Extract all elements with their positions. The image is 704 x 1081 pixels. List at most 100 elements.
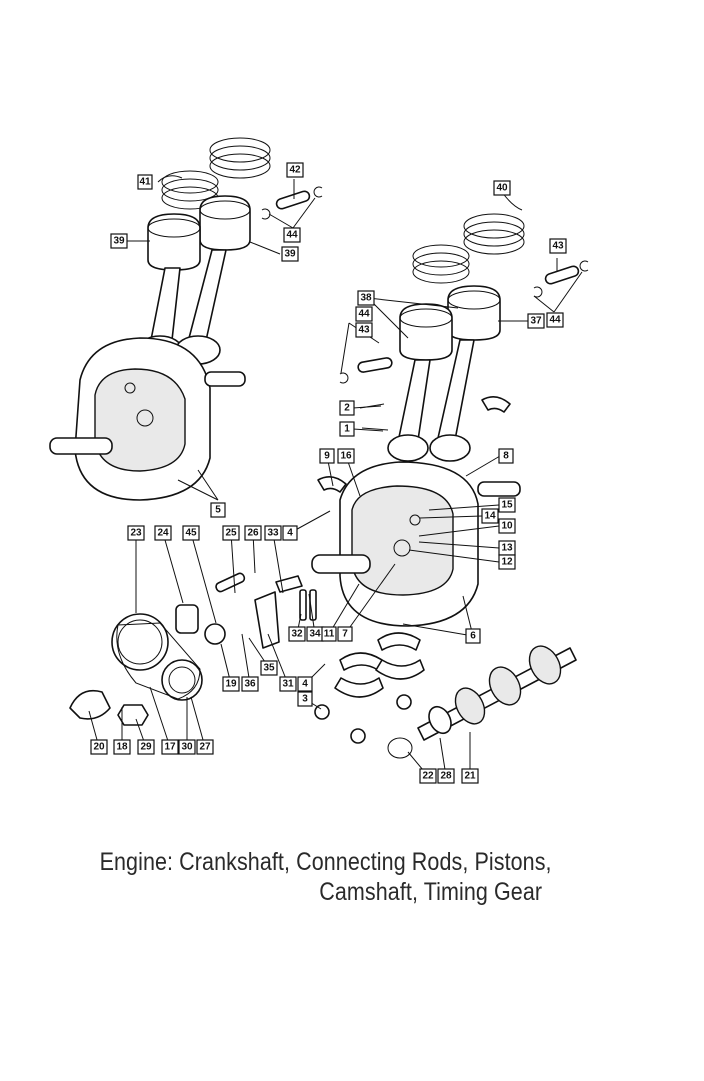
callout-30: 30: [178, 739, 196, 755]
svg-text:2: 2: [344, 403, 350, 414]
left-pistons: [147, 195, 251, 271]
svg-text:42: 42: [289, 165, 301, 176]
callout-4: 4: [297, 676, 313, 692]
callout-44: 44: [283, 227, 301, 243]
svg-text:44: 44: [358, 309, 370, 320]
svg-text:13: 13: [501, 543, 513, 554]
callout-17: 17: [161, 739, 179, 755]
svg-text:37: 37: [530, 316, 542, 327]
callout-31: 31: [279, 676, 297, 692]
callout-44: 44: [546, 312, 564, 328]
svg-text:35: 35: [263, 663, 275, 674]
caption-line-1: Engine: Crankshaft, Connecting Rods, Pis…: [99, 848, 552, 876]
caption-line-2: Camshaft, Timing Gear: [319, 878, 542, 906]
svg-text:6: 6: [470, 631, 476, 642]
callout-42: 42: [286, 162, 304, 178]
callout-19: 19: [222, 676, 240, 692]
svg-text:26: 26: [247, 528, 259, 539]
callout-2: 2: [339, 400, 355, 416]
callout-33: 33: [264, 525, 282, 541]
svg-text:1: 1: [344, 424, 350, 435]
callout-15: 15: [498, 497, 516, 513]
right-pistons: [399, 285, 501, 361]
svg-text:4: 4: [302, 679, 308, 690]
svg-text:43: 43: [552, 241, 564, 252]
callout-41: 41: [137, 174, 153, 190]
callout-34: 34: [306, 626, 324, 642]
callout-24: 24: [154, 525, 172, 541]
svg-text:9: 9: [324, 451, 330, 462]
callout-7: 7: [337, 626, 353, 642]
callout-21: 21: [461, 768, 479, 784]
svg-text:5: 5: [215, 505, 221, 516]
svg-text:44: 44: [549, 315, 561, 326]
callout-43: 43: [549, 238, 567, 254]
svg-text:45: 45: [185, 528, 197, 539]
callout-11: 11: [321, 626, 337, 642]
svg-text:3: 3: [302, 694, 308, 705]
callout-29: 29: [137, 739, 155, 755]
callout-20: 20: [90, 739, 108, 755]
callout-36: 36: [241, 676, 259, 692]
callout-16: 16: [337, 448, 355, 464]
svg-text:38: 38: [360, 293, 372, 304]
svg-text:39: 39: [284, 249, 296, 260]
svg-text:21: 21: [464, 771, 476, 782]
svg-text:34: 34: [309, 629, 321, 640]
svg-text:15: 15: [501, 500, 513, 511]
svg-text:19: 19: [225, 679, 237, 690]
callout-12: 12: [498, 554, 516, 570]
svg-text:16: 16: [340, 451, 352, 462]
right-crankshaft: [311, 461, 521, 627]
svg-text:22: 22: [422, 771, 434, 782]
callout-39: 39: [110, 233, 128, 249]
left-wrist-pin-and-clips: [261, 186, 323, 220]
svg-text:12: 12: [501, 557, 513, 568]
callout-44: 44: [355, 306, 373, 322]
callout-28: 28: [437, 768, 455, 784]
svg-text:27: 27: [199, 742, 211, 753]
svg-text:14: 14: [484, 511, 496, 522]
callout-32: 32: [288, 626, 306, 642]
callout-26: 26: [244, 525, 262, 541]
right-connecting-rods: [387, 339, 511, 462]
callout-13: 13: [498, 540, 516, 556]
svg-text:31: 31: [282, 679, 294, 690]
callout-10: 10: [498, 518, 516, 534]
callout-22: 22: [419, 768, 437, 784]
callout-43: 43: [355, 322, 373, 338]
callout-6: 6: [465, 628, 481, 644]
callout-27: 27: [196, 739, 214, 755]
right-piston-rings: [412, 213, 525, 284]
callout-45: 45: [182, 525, 200, 541]
svg-text:33: 33: [267, 528, 279, 539]
callout-35: 35: [260, 660, 278, 676]
svg-text:7: 7: [342, 629, 348, 640]
svg-text:32: 32: [291, 629, 303, 640]
camshaft: [387, 645, 577, 759]
callout-23: 23: [127, 525, 145, 541]
callout-37: 37: [527, 313, 545, 329]
right-wrist-pin-and-clips: [339, 260, 589, 384]
svg-text:25: 25: [225, 528, 237, 539]
svg-text:44: 44: [286, 230, 298, 241]
svg-text:43: 43: [358, 325, 370, 336]
callout-25: 25: [222, 525, 240, 541]
svg-text:24: 24: [157, 528, 169, 539]
callout-38: 38: [357, 290, 375, 306]
timing-gear: [69, 572, 317, 726]
svg-text:30: 30: [181, 742, 193, 753]
svg-text:18: 18: [116, 742, 128, 753]
svg-text:8: 8: [503, 451, 509, 462]
svg-text:4: 4: [287, 528, 293, 539]
svg-text:23: 23: [130, 528, 142, 539]
callout-39: 39: [281, 246, 299, 262]
callout-1: 1: [339, 421, 355, 437]
svg-text:29: 29: [140, 742, 152, 753]
callout-9: 9: [319, 448, 335, 464]
svg-text:41: 41: [139, 177, 151, 188]
left-piston-rings: [161, 137, 271, 210]
svg-text:40: 40: [496, 183, 508, 194]
svg-text:10: 10: [501, 521, 513, 532]
